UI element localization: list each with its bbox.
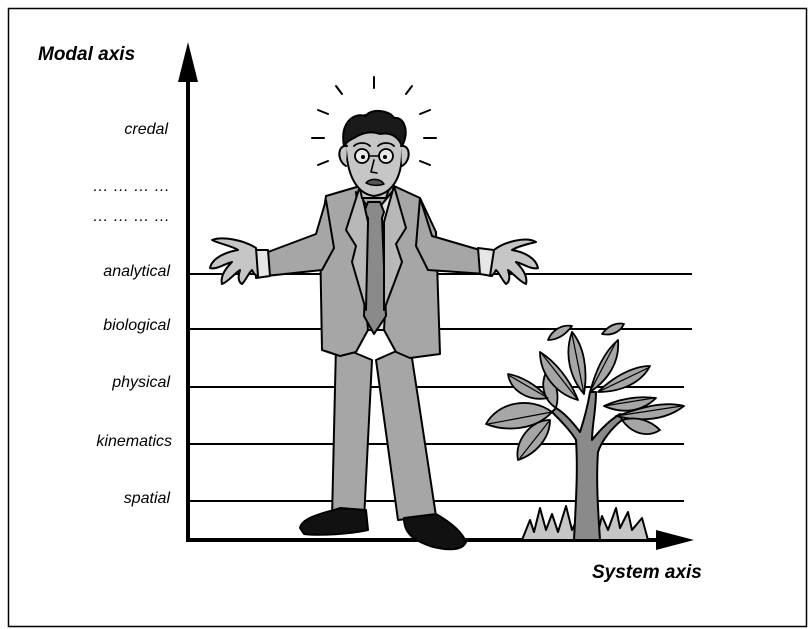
left-ear — [339, 146, 347, 166]
right-arm — [416, 198, 486, 274]
right-ear — [401, 146, 409, 166]
level-label-physical: physical — [111, 374, 170, 391]
left-shoe — [300, 508, 368, 535]
system-axis-title: System axis — [592, 562, 702, 583]
right-hand — [490, 240, 538, 284]
left-hand — [210, 238, 258, 284]
left-leg — [332, 345, 372, 520]
level-label-analytical: analytical — [103, 263, 170, 280]
level-label-spatial: spatial — [124, 490, 171, 507]
right-shoe — [404, 514, 466, 549]
confused-man-illustration — [210, 77, 538, 549]
modal-axis-arrowhead — [178, 42, 198, 82]
modal-axis-title: Modal axis — [38, 44, 135, 65]
system-axis-arrowhead — [656, 530, 694, 550]
level-label-credal: credal — [124, 121, 168, 138]
level-labels: credal … … … … … … … … analytical biolog… — [93, 121, 172, 507]
level-label-ellipsis-2: … … … … — [93, 208, 170, 225]
tree-illustration — [486, 323, 684, 540]
level-label-kinematics: kinematics — [96, 433, 172, 450]
level-label-biological: biological — [103, 317, 170, 334]
left-arm — [266, 200, 334, 276]
right-leg — [376, 345, 436, 520]
level-label-ellipsis-1: … … … … — [93, 178, 170, 195]
